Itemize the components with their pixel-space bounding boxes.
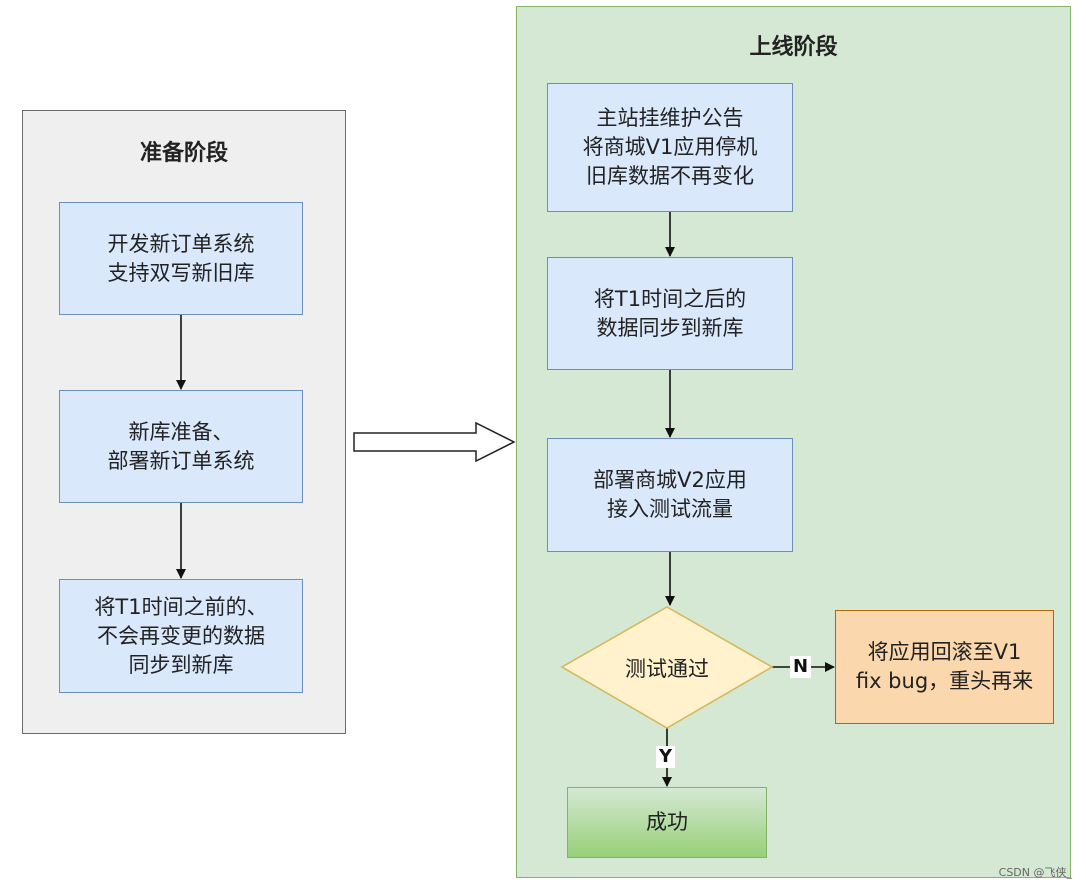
decision-diamond: [560, 606, 774, 729]
prep-step-3: 将T1时间之前的、 不会再变更的数据 同步到新库: [59, 579, 303, 693]
launch-step-3: 部署商城V2应用 接入测试流量: [547, 438, 793, 552]
prep-step-2: 新库准备、 部署新订单系统: [59, 390, 303, 503]
rollback-box: 将应用回滚至V1 fix bug，重头再来: [835, 610, 1054, 724]
stage-transition-arrow: [353, 421, 516, 463]
csdn-watermark: CSDN @飞侠_: [998, 866, 1072, 879]
prep-step-1: 开发新订单系统 支持双写新旧库: [59, 202, 303, 315]
launch-stage-title: 上线阶段: [749, 35, 838, 60]
prep-stage-title: 准备阶段: [139, 141, 228, 166]
no-branch-label: N: [790, 656, 812, 678]
yes-branch-label: Y: [656, 746, 676, 768]
launch-step-2: 将T1时间之后的 数据同步到新库: [547, 257, 793, 370]
launch-step-1: 主站挂维护公告 将商城V1应用停机 旧库数据不再变化: [547, 83, 793, 212]
success-box: 成功: [567, 787, 767, 858]
decision-label: 测试通过: [625, 656, 709, 681]
